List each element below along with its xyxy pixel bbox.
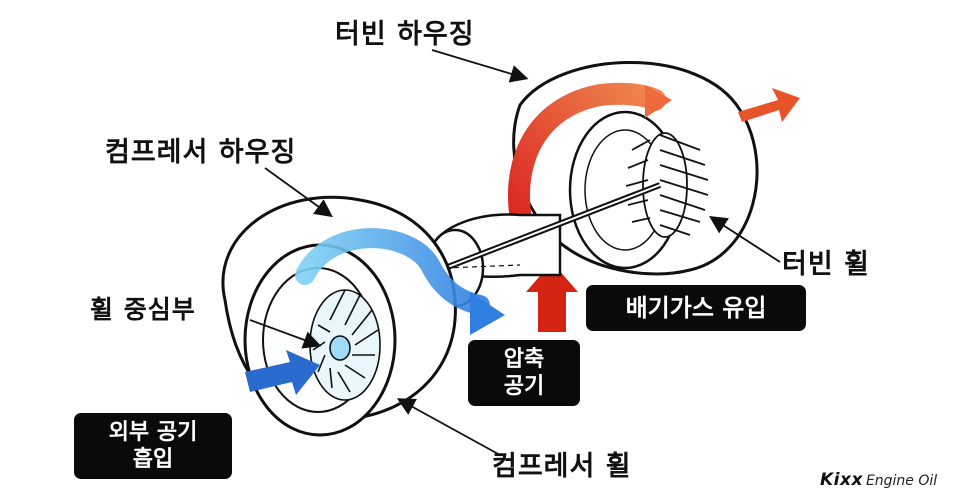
exhaust-inflow-text: 배기가스 유입 — [626, 293, 767, 323]
turbine-wheel-label: 터빈 휠 — [782, 242, 870, 281]
brand-logo-mark: Kixx — [820, 470, 863, 490]
compressor-housing-label: 컴프레서 하우징 — [105, 130, 296, 169]
exhaust-out-arrow — [738, 88, 800, 122]
wheel-center-label: 휠 중심부 — [90, 290, 196, 326]
compressor-wheel-label: 컴프레서 휠 — [492, 444, 632, 483]
brand-logo-subtitle: Engine Oil — [866, 473, 937, 489]
external-air-line1: 외부 공기 — [109, 419, 198, 447]
exhaust-inflow-box: 배기가스 유입 — [586, 285, 806, 331]
external-air-line2: 흡입 — [133, 446, 173, 474]
external-air-box: 외부 공기 흡입 — [74, 413, 232, 479]
turbine-housing-label: 터빈 하우징 — [335, 12, 475, 51]
compressor-wheel-shape — [310, 290, 380, 400]
compressed-air-box: 압축 공기 — [468, 340, 580, 406]
compressed-air-line2: 공기 — [504, 373, 544, 401]
compressed-air-line1: 압축 — [504, 346, 544, 374]
